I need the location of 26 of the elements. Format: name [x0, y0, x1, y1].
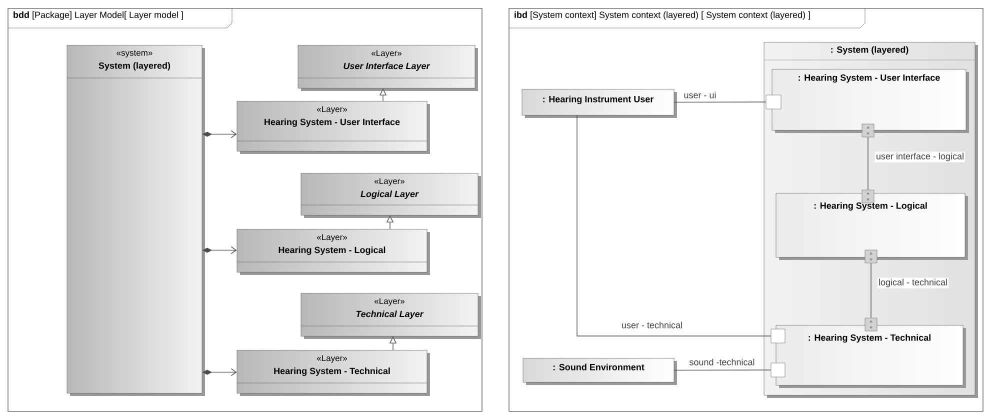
connector: [674, 370, 772, 371]
block-box: «Layer» Hearing System - Technical: [236, 350, 430, 396]
part-box: : Hearing Instrument User: [522, 89, 677, 118]
edge-label: user - technical: [620, 320, 684, 330]
edge-label: user - ui: [682, 90, 718, 100]
part-box: : Hearing System - Technical: [776, 325, 966, 388]
port-square: [766, 94, 782, 110]
part-box: : Hearing System - Logical: [776, 193, 968, 260]
block-box: «Layer» Technical Layer: [300, 293, 481, 339]
connector: [870, 262, 872, 318]
port-square: [862, 124, 874, 138]
part-box: : Sound Environment: [522, 358, 677, 385]
port-square: [770, 328, 786, 344]
block-box: «Layer» User Interface Layer: [298, 45, 478, 91]
block-box: «Layer» Logical Layer: [300, 173, 481, 218]
port-square: [862, 190, 874, 204]
edge-label: sound -technical: [688, 358, 756, 366]
part-box: : Hearing System - User Interface: [772, 69, 970, 133]
block-box: «Layer» Hearing System - Logical: [236, 229, 430, 275]
port-square: [864, 318, 878, 332]
connector: [674, 102, 766, 103]
port-square: [770, 362, 786, 378]
block-box: «Layer» Hearing System - User Interface: [236, 101, 430, 154]
port-square: [864, 250, 878, 264]
connector: [576, 115, 772, 336]
block-box: «system» System (layered): [66, 45, 205, 396]
